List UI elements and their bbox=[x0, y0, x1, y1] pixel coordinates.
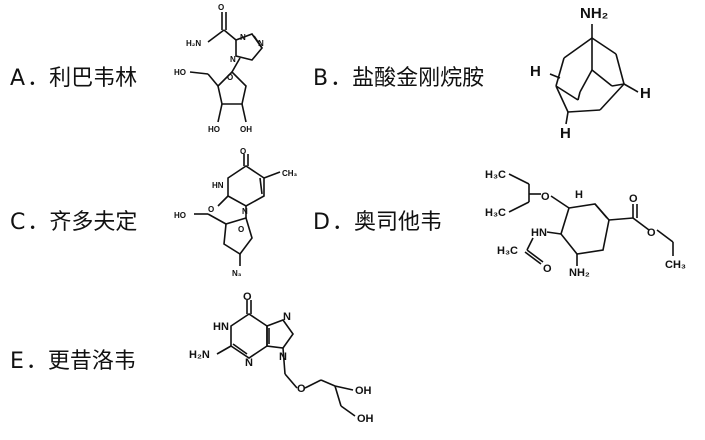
label: O bbox=[541, 191, 550, 203]
label: O bbox=[629, 193, 638, 205]
structure-amantadine: NH₂ H H H bbox=[520, 0, 670, 150]
option-letter: E bbox=[10, 349, 24, 374]
label: N bbox=[258, 39, 264, 48]
label: O bbox=[227, 73, 233, 82]
option-separator: ． bbox=[25, 349, 48, 374]
label: O bbox=[218, 3, 224, 12]
label: H₂N bbox=[186, 39, 201, 48]
label: O bbox=[647, 227, 656, 239]
label: NH₂ bbox=[569, 267, 590, 279]
label: O bbox=[238, 225, 244, 234]
option-name: 奥司他韦 bbox=[353, 210, 442, 235]
label: O bbox=[243, 292, 252, 303]
label: HO bbox=[208, 125, 220, 134]
label: HO bbox=[174, 211, 186, 220]
label: H bbox=[640, 85, 651, 102]
label: N bbox=[240, 33, 246, 42]
label: N₃ bbox=[232, 269, 242, 278]
label: H₂N bbox=[189, 349, 210, 361]
option-letter: C bbox=[10, 210, 26, 235]
label: N bbox=[242, 207, 248, 216]
option-name: 齐多夫定 bbox=[49, 210, 138, 235]
structure-ribavirin: O H₂N N N N O HO HO OH bbox=[170, 0, 310, 140]
label: N bbox=[279, 351, 287, 363]
label: O bbox=[297, 383, 306, 395]
option-separator: ． bbox=[27, 210, 50, 235]
label: HN bbox=[213, 321, 229, 333]
label: OH bbox=[357, 413, 374, 425]
label: HN bbox=[531, 227, 547, 239]
label: H₃C bbox=[485, 169, 506, 181]
label: H₃C bbox=[497, 245, 518, 257]
option-name: 更昔洛韦 bbox=[47, 349, 136, 374]
option-letter: B bbox=[313, 66, 329, 91]
label: H bbox=[575, 189, 583, 201]
option-separator: ． bbox=[331, 210, 354, 235]
label: H bbox=[530, 63, 541, 80]
option-separator: ． bbox=[330, 66, 353, 91]
label: O bbox=[208, 205, 214, 214]
label: O bbox=[240, 148, 246, 156]
structure-ganciclovir: O HN N H₂N N N O OH OH bbox=[185, 292, 385, 438]
label: OH bbox=[355, 385, 372, 397]
option-letter: A bbox=[10, 66, 26, 91]
label: H bbox=[560, 125, 571, 142]
label: O bbox=[543, 263, 552, 275]
label: H₃C bbox=[485, 207, 506, 219]
option-separator: ． bbox=[27, 66, 50, 91]
option-name: 利巴韦林 bbox=[49, 66, 138, 91]
structure-zidovudine: O HN O N CH₃ HO O N₃ bbox=[172, 148, 322, 288]
option-c: C．齐多夫定 bbox=[10, 204, 137, 236]
option-b: B．盐酸金刚烷胺 bbox=[313, 60, 484, 92]
label: HO bbox=[174, 68, 186, 77]
label: N bbox=[230, 55, 236, 64]
label: CH₃ bbox=[282, 169, 298, 178]
option-letter: D bbox=[313, 210, 330, 235]
option-e: E．更昔洛韦 bbox=[10, 343, 136, 375]
label: HN bbox=[212, 181, 224, 190]
option-a: A．利巴韦林 bbox=[10, 60, 137, 92]
structure-oseltamivir: H₃C H₃C O H HN H₃C O NH₂ O O CH₃ bbox=[485, 150, 700, 280]
label: N bbox=[283, 311, 291, 323]
label: OH bbox=[240, 125, 252, 134]
label: NH₂ bbox=[580, 5, 608, 22]
option-name: 盐酸金刚烷胺 bbox=[352, 66, 485, 91]
label: N bbox=[245, 357, 253, 369]
option-d: D．奥司他韦 bbox=[313, 204, 442, 236]
label: CH₃ bbox=[665, 259, 686, 271]
